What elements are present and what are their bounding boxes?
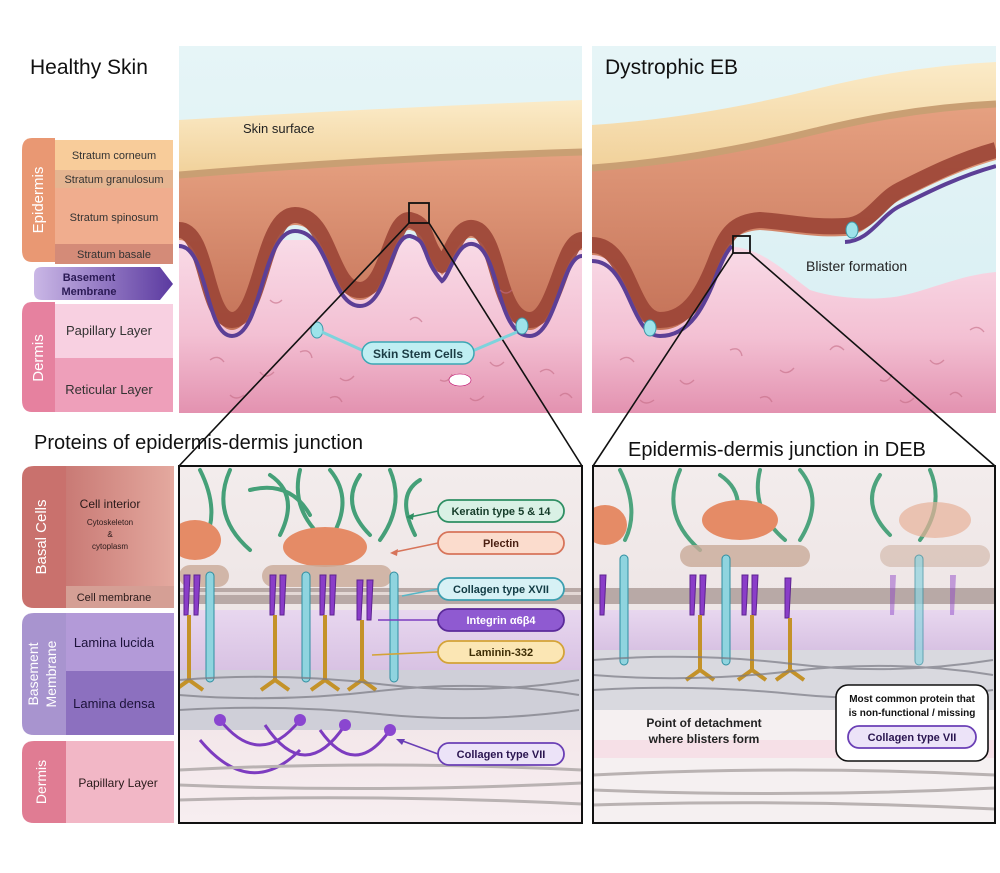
zoom-lines xyxy=(178,222,996,467)
label-lamina-lucida: Lamina lucida xyxy=(74,635,155,650)
label-collagen-17: Collagen type XVII xyxy=(453,584,549,596)
label-papillary-bottom: Papillary Layer xyxy=(78,776,157,790)
label-dermis-top: Dermis xyxy=(30,334,47,382)
label-cytoskeleton: Cytoskeleton xyxy=(87,518,133,527)
title-proteins: Proteins of epidermis-dermis junction xyxy=(34,432,363,454)
label-lamina-densa: Lamina densa xyxy=(73,696,155,711)
deb-panel-border xyxy=(592,465,996,824)
label-common-line2: is non-functional / missing xyxy=(849,708,976,719)
label-cell-membrane: Cell membrane xyxy=(77,592,152,604)
label-bm-bottom-line1: Basement xyxy=(25,642,41,705)
label-stratum-basale: Stratum basale xyxy=(77,249,151,261)
deb-skin-panel xyxy=(592,46,996,413)
label-dermis-bottom: Dermis xyxy=(33,760,49,804)
label-bm-bottom-line2: Membrane xyxy=(43,640,59,707)
label-stem-cells: Skin Stem Cells xyxy=(373,347,463,361)
label-skin-surface: Skin surface xyxy=(243,121,315,136)
label-amp: & xyxy=(107,530,113,539)
label-cytoplasm: cytoplasm xyxy=(92,542,128,551)
label-integrin: Integrin α6β4 xyxy=(466,615,536,627)
stem-cells-callout: Skin Stem Cells xyxy=(321,330,518,365)
label-blister: Blister formation xyxy=(806,258,907,274)
label-cell-interior: Cell interior xyxy=(80,497,141,511)
label-epidermis: Epidermis xyxy=(30,167,47,234)
label-detachment-line1: Point of detachment xyxy=(646,716,761,730)
label-bm-line2: Membrane xyxy=(61,286,116,298)
layer-legend-bottom: Basal Cells Cell interior Cytoskeleton &… xyxy=(22,466,174,823)
label-common-line1: Most common protein that xyxy=(849,694,975,705)
deb-junction-panel xyxy=(593,466,995,823)
label-papillary-top: Papillary Layer xyxy=(66,323,153,338)
label-laminin: Laminin-332 xyxy=(469,647,533,659)
label-plectin: Plectin xyxy=(483,538,519,550)
proteins-panel-border xyxy=(178,465,583,824)
label-stratum-granulosum: Stratum granulosum xyxy=(64,174,163,186)
deb-notes: Point of detachment where blisters form … xyxy=(646,684,989,762)
label-collagen-7: Collagen type VII xyxy=(457,749,546,761)
label-reticular: Reticular Layer xyxy=(65,382,153,397)
label-detachment-line2: where blisters form xyxy=(648,732,760,746)
layer-legend-top: Epidermis Stratum corneum Stratum granul… xyxy=(22,138,173,412)
label-deb-collagen-7: Collagen type VII xyxy=(868,732,957,744)
label-stratum-spinosum: Stratum spinosum xyxy=(70,212,159,224)
label-keratin: Keratin type 5 & 14 xyxy=(451,506,551,518)
title-healthy: Healthy Skin xyxy=(30,56,148,79)
healthy-skin-panel xyxy=(179,46,582,413)
label-bm-line1: Basement xyxy=(63,272,116,284)
title-junction-deb: Epidermis-dermis junction in DEB xyxy=(628,439,926,461)
protein-callouts: Keratin type 5 & 14 Plectin Collagen typ… xyxy=(371,499,565,766)
label-stratum-corneum: Stratum corneum xyxy=(72,150,156,162)
title-deb: Dystrophic EB xyxy=(605,56,738,79)
label-basal-cells: Basal Cells xyxy=(33,499,50,574)
